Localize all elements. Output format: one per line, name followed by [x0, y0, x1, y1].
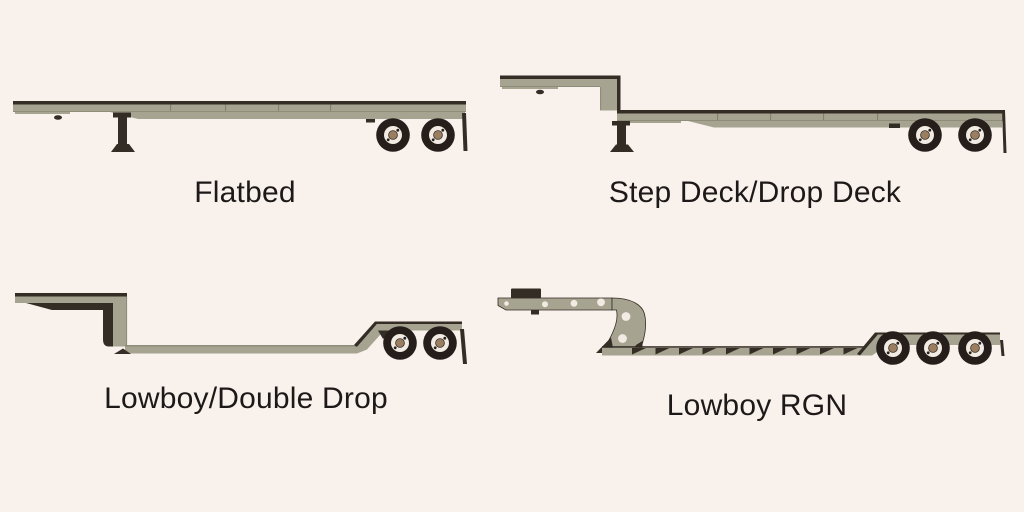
rgn-wheels — [875, 330, 993, 366]
kingpin-icon — [536, 89, 544, 95]
mudflap-icon — [462, 113, 468, 151]
landing-gear-icon — [610, 121, 634, 152]
step-deck-illustration — [500, 75, 1007, 153]
figure-label-lowboy-double-drop: Lowboy/Double Drop — [104, 382, 388, 415]
gooseneck — [497, 288, 646, 353]
figure-label-flatbed: Flatbed — [194, 176, 296, 209]
mudflap-icon — [460, 329, 467, 364]
deck-step — [600, 79, 621, 111]
low-deck — [125, 345, 357, 354]
kingpin-icon — [54, 115, 62, 120]
main-deck — [617, 110, 1003, 128]
flatbed-deck — [13, 101, 466, 119]
figure-label-step-deck: Step Deck/Drop Deck — [608, 176, 902, 209]
lowboy-rgn-illustration — [497, 288, 1005, 366]
axle-hanger — [889, 123, 900, 128]
kingpin-icon — [47, 304, 55, 310]
flatbed-wheels — [375, 117, 456, 153]
lowboy-wheels — [382, 325, 458, 361]
deck-cleats — [632, 348, 858, 355]
figure-label-lowboy-rgn: Lowboy RGN — [666, 389, 848, 422]
mudflap-icon — [1000, 340, 1005, 356]
low-deck — [602, 346, 864, 356]
axle-hanger — [366, 119, 375, 123]
lowboy-double-drop-illustration — [15, 293, 467, 364]
mudflap-icon — [1002, 110, 1007, 153]
deck-foot — [114, 348, 131, 354]
flatbed-illustration — [13, 101, 468, 153]
upper-deck — [500, 75, 621, 89]
landing-gear-icon — [111, 112, 135, 152]
front-deck — [15, 293, 128, 347]
